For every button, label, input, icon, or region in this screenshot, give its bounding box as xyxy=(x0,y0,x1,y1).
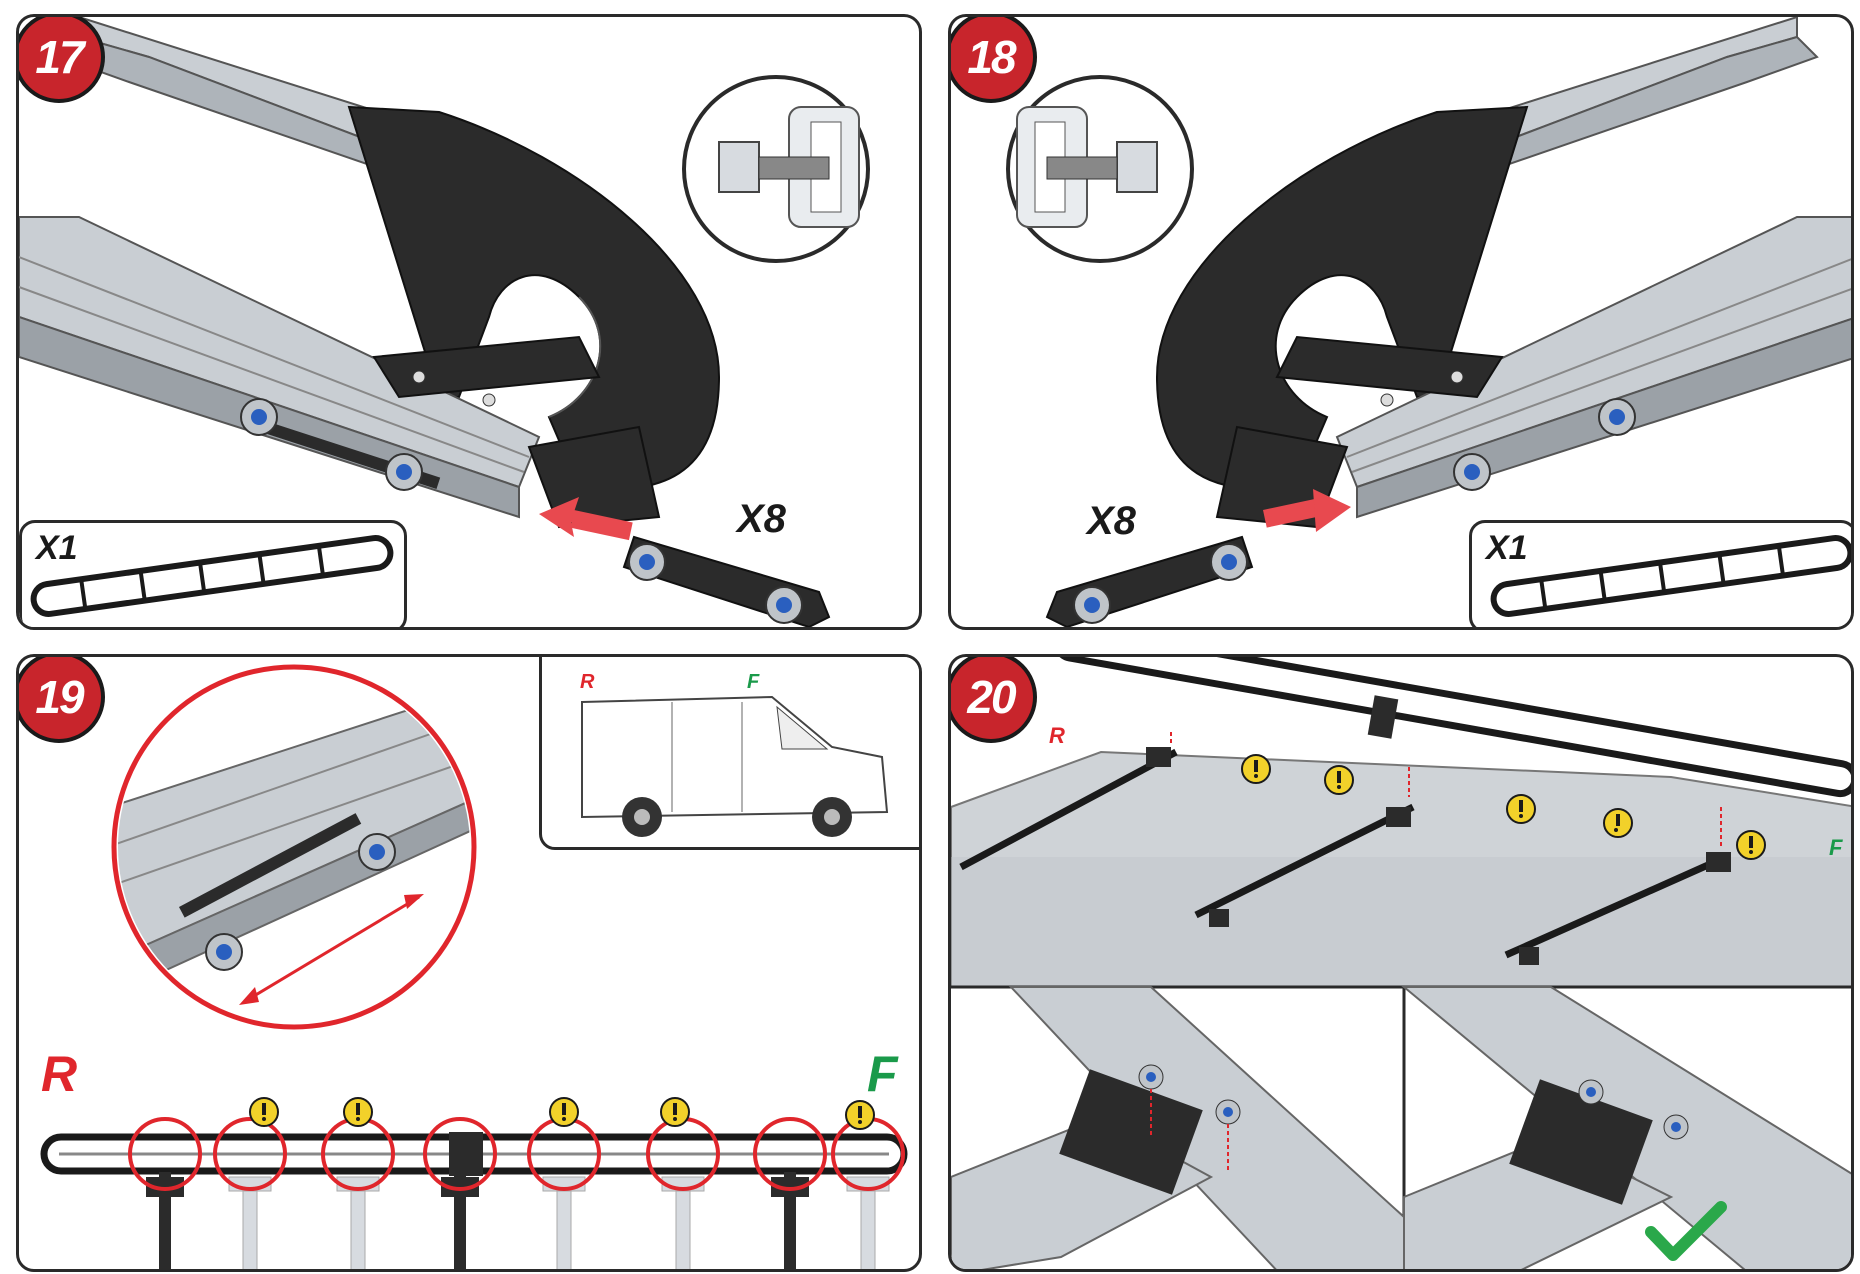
step-18-illustration xyxy=(1006,17,1851,627)
step-number-badge: 17 xyxy=(19,17,105,103)
warning-icon xyxy=(1241,754,1766,860)
double-arrow-icon xyxy=(239,894,424,1005)
van-front-label: F xyxy=(747,671,760,693)
rail-quantity-label: X1 xyxy=(36,529,78,567)
step-17-panel: 17 X8 X1 xyxy=(16,14,922,630)
checkmark-icon xyxy=(1645,1201,1727,1261)
step-20-panel: 20 R F xyxy=(948,654,1854,1272)
step-number-badge: 19 xyxy=(19,657,105,743)
rail-quantity-label: X1 xyxy=(1486,529,1528,567)
front-label: F xyxy=(1829,835,1843,860)
rail-quantity-inset: X1 xyxy=(19,520,407,627)
arrow-icon xyxy=(1263,489,1351,532)
endcap-quantity-label: X8 xyxy=(1087,499,1136,543)
arrow-icon xyxy=(539,497,633,541)
step-number-badge: 18 xyxy=(951,17,1037,103)
front-label: F xyxy=(867,1046,898,1102)
van-orientation-inset: R F xyxy=(539,657,919,850)
rear-label: R xyxy=(41,1046,78,1102)
rail-quantity-inset: X1 xyxy=(1469,520,1851,627)
step-19-panel: 19 R F R F xyxy=(16,654,922,1272)
warning-icon xyxy=(249,1097,875,1130)
van-rear-label: R xyxy=(580,671,595,693)
rear-label: R xyxy=(1049,723,1065,748)
step-17-illustration xyxy=(19,17,870,627)
nut-bolt-icon xyxy=(240,398,423,491)
step-18-panel: 18 X8 X1 xyxy=(948,14,1854,630)
step-20-illustration xyxy=(951,657,1851,1269)
step-number-badge: 20 xyxy=(951,657,1037,743)
endcap-quantity-label: X8 xyxy=(737,497,786,541)
van-icon xyxy=(581,695,889,837)
step-19-illustration xyxy=(40,664,908,1269)
